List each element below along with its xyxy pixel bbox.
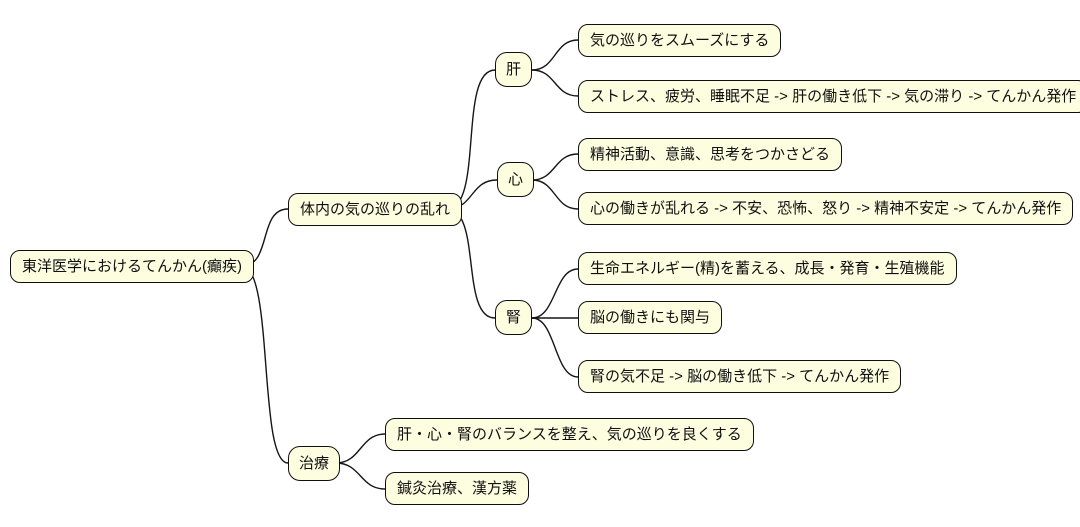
node-kidney: 腎 xyxy=(495,300,533,335)
edge-kidney-3 xyxy=(531,317,579,378)
leaf-kidney-pathway: 腎の気不足 -> 脳の働き低下 -> てんかん発作 xyxy=(578,360,902,393)
edge-treatment-1 xyxy=(335,433,386,464)
leaf-liver-pathway: ストレス、疲労、睡眠不足 -> 肝の働き低下 -> 気の滞り -> てんかん発作 xyxy=(578,80,1080,113)
root-node: 東洋医学におけるてんかん(癲疾) xyxy=(10,250,254,283)
leaf-liver-function: 気の巡りをスムーズにする xyxy=(578,24,782,57)
node-liver: 肝 xyxy=(495,52,533,87)
leaf-kidney-essence: 生命エネルギー(精)を蓄える、成長・発育・生殖機能 xyxy=(578,252,957,285)
edge-treatment-2 xyxy=(335,462,386,490)
leaf-treatment-methods: 鍼灸治療、漢方薬 xyxy=(385,472,530,505)
leaf-kidney-brain: 脳の働きにも関与 xyxy=(578,301,723,334)
node-heart: 心 xyxy=(497,162,535,197)
leaf-heart-function: 精神活動、意識、思考をつかさどる xyxy=(578,138,843,171)
node-qi-flow-disorder: 体内の気の巡りの乱れ xyxy=(288,193,463,226)
leaf-heart-pathway: 心の働きが乱れる -> 不安、恐怖、怒り -> 精神不安定 -> てんかん発作 xyxy=(578,192,1074,225)
leaf-treatment-balance: 肝・心・腎のバランスを整え、気の巡りを良くする xyxy=(385,418,754,451)
edge-liver-2 xyxy=(531,69,579,97)
edge-kidney-1 xyxy=(531,268,579,319)
edge-root-treatment xyxy=(241,265,289,464)
edge-qi-liver xyxy=(446,69,496,210)
node-treatment: 治療 xyxy=(288,446,341,481)
edge-liver-1 xyxy=(531,39,579,71)
edge-heart-1 xyxy=(531,153,579,181)
edge-heart-2 xyxy=(531,179,579,210)
